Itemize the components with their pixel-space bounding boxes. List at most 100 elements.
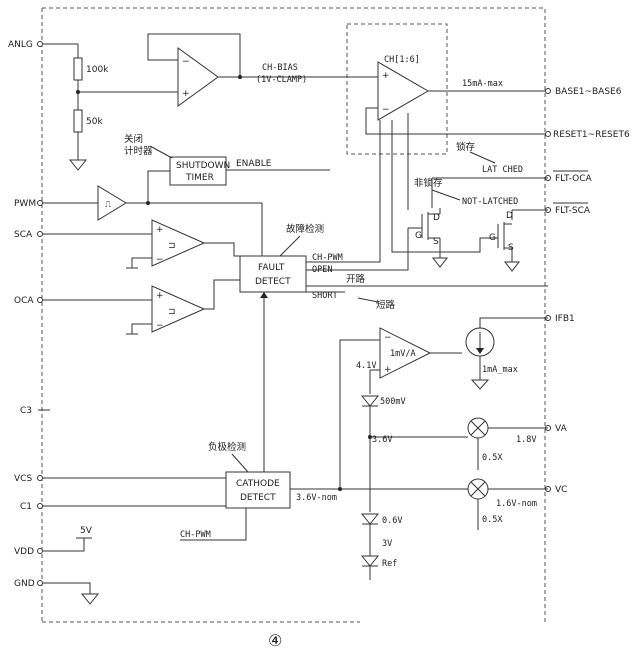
svg-text:3V: 3V [382,539,392,549]
svg-text:GND: GND [14,579,35,589]
diode-0-6v [360,513,380,525]
latch-labels: 锁存 LAT CHED 非锁存 NOT-LATCHED [414,141,548,207]
svg-text:S: S [508,243,514,253]
svg-text:CATHODE: CATHODE [236,479,280,489]
svg-text:计时器: 计时器 [124,145,153,157]
svg-text:DETECT: DETECT [255,277,291,287]
vdd-supply: 5V [43,526,93,552]
pin-vc: VC [545,485,567,495]
pin-oca: OCA [14,296,43,306]
svg-text:0.6V: 0.6V [382,516,402,526]
multiplier-va: 1.8V 0.5X [467,417,548,470]
svg-text:C1: C1 [20,502,32,512]
svg-text:5V: 5V [80,526,93,536]
svg-text:FAULT: FAULT [258,263,285,273]
svg-text:+: + [182,89,190,99]
pin-ifb1: IFB1 [545,314,575,324]
svg-text:−: − [182,57,190,67]
svg-text:−: − [384,333,392,343]
svg-text:非锁存: 非锁存 [414,177,443,189]
ch-opamp: + − CH[1:6] 15mA-max [365,55,548,244]
svg-text:FLT-OCA: FLT-OCA [555,174,592,184]
svg-text:1.8V: 1.8V [516,435,536,445]
svg-text:−: − [156,255,164,265]
svg-text:500mV: 500mV [380,397,406,407]
svg-text:负极检测: 负极检测 [208,441,246,453]
reference-chain: 4.1V 500mV 3.6V 0.6V 3V Ref [356,361,468,580]
pin-sca: SCA [14,230,43,240]
fet-latched: D G S [408,178,449,268]
svg-text:D: D [506,211,513,221]
pin-reset: RESET1~RESET6 [545,130,630,140]
svg-text:1mV/A: 1mV/A [390,349,416,359]
resistor-100k [73,57,83,81]
shutdown-timer: SHUTDOWN TIMER 关闭 计时器 ENABLE [124,133,330,186]
svg-text:+: + [384,365,392,375]
svg-text:FLT-SCA: FLT-SCA [555,206,591,216]
fet-not-latched: D G S [391,209,548,272]
svg-text:1mA_max: 1mA_max [482,365,518,375]
pin-vcs: VCS [14,474,43,484]
multiplier-vc: 1.6V-nom 0.5X [467,478,548,530]
svg-text:1.6V-nom: 1.6V-nom [496,499,537,509]
fault-detect: FAULT DETECT 故障检测 CH-PWM OPEN 开路 SHORT 短… [239,120,548,472]
svg-text:锁存: 锁存 [456,141,476,153]
svg-text:关闭: 关闭 [124,133,143,145]
svg-text:15mA-max: 15mA-max [462,79,503,89]
svg-text:0.5X: 0.5X [482,515,503,525]
svg-text:短路: 短路 [376,299,396,311]
svg-text:3.6V: 3.6V [372,435,392,445]
svg-text:100k: 100k [86,65,109,75]
svg-text:OPEN: OPEN [312,265,332,275]
svg-text:TIMER: TIMER [185,173,214,183]
resistor-50k [73,109,83,133]
svg-text:⊐: ⊐ [168,307,176,317]
svg-text:SHUTDOWN: SHUTDOWN [176,161,230,171]
svg-text:OCA: OCA [14,296,34,306]
svg-text:+: + [156,291,164,301]
svg-text:VDD: VDD [14,547,34,557]
pin-anlg: ANLG [8,40,43,50]
pin-pwm: PWM [14,199,43,209]
zener-500mv [360,395,380,407]
svg-text:3.6V-nom: 3.6V-nom [296,493,337,503]
svg-text:+: + [382,71,390,81]
svg-text:−: − [382,105,390,115]
zener-ref [360,555,380,567]
svg-text:DETECT: DETECT [240,493,276,503]
svg-text:Ref: Ref [382,559,397,569]
svg-text:4.1V: 4.1V [356,361,376,371]
svg-text:SCA: SCA [14,230,33,240]
svg-text:0.5X: 0.5X [482,453,503,463]
svg-text:BASE1~BASE6: BASE1~BASE6 [555,87,622,97]
svg-text:CH-PWM: CH-PWM [312,253,343,263]
pin-vdd: VDD [14,547,43,557]
ic-boundary [42,7,546,622]
svg-text:CH[1:6]: CH[1:6] [384,55,420,65]
svg-text:S: S [433,237,439,247]
svg-text:⊐: ⊐ [168,241,176,251]
pin-c1: C1 [20,502,43,512]
svg-text:LAT CHED: LAT CHED [482,165,523,175]
pin-gnd: GND [14,579,43,589]
ch-bias-opamp: − + CH-BIAS (1V-CLAMP) [147,33,378,107]
pwm-path: ⎍ [43,170,263,256]
svg-text:C3: C3 [20,406,32,416]
svg-text:50k: 50k [86,117,103,127]
ground-symbol [68,159,88,171]
svg-text:ANLG: ANLG [8,40,33,50]
cathode-detect: CATHODE DETECT 负极检测 3.6V-nom CH-PWM [43,441,468,541]
svg-text:PWM: PWM [14,199,36,209]
pin-base: BASE1~BASE6 [545,87,622,97]
svg-text:⎍: ⎍ [105,200,112,210]
svg-text:VC: VC [555,485,567,495]
ch-block-boundary [346,23,448,155]
svg-text:NOT-LATCHED: NOT-LATCHED [462,197,518,207]
svg-text:开路: 开路 [346,273,366,285]
svg-text:G: G [489,233,496,243]
svg-text:SHORT: SHORT [312,291,338,301]
svg-text:−: − [156,321,164,331]
svg-text:RESET1~RESET6: RESET1~RESET6 [553,130,630,140]
current-amp: − + 1mV/A 1mA_max [339,317,548,489]
